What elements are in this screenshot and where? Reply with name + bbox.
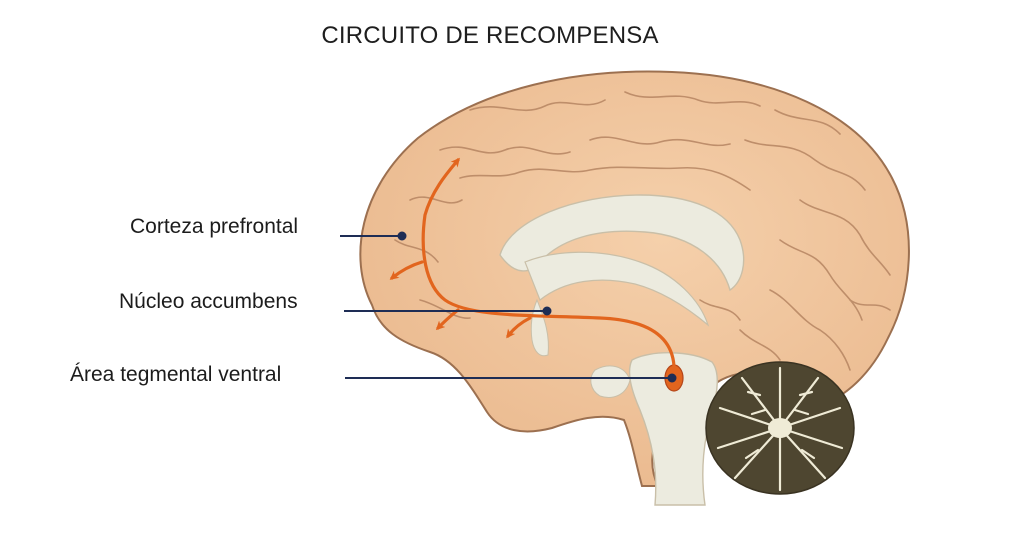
- pointer-lines: [340, 231, 677, 383]
- pons: [590, 365, 631, 398]
- label-prefrontal-cortex: Corteza prefrontal: [130, 215, 299, 238]
- fornix: [524, 251, 710, 327]
- cerebellum: [705, 361, 855, 495]
- label-ventral-tegmental-area: Área tegmental ventral: [70, 363, 282, 386]
- label-nucleus-accumbens: Núcleo accumbens: [119, 290, 298, 313]
- corpus-callosum: [499, 194, 745, 292]
- septum: [530, 298, 549, 357]
- diagram-title: CIRCUITO DE RECOMPENSA: [321, 22, 659, 49]
- brain-sulci: [394, 91, 891, 371]
- brainstem: [628, 352, 718, 506]
